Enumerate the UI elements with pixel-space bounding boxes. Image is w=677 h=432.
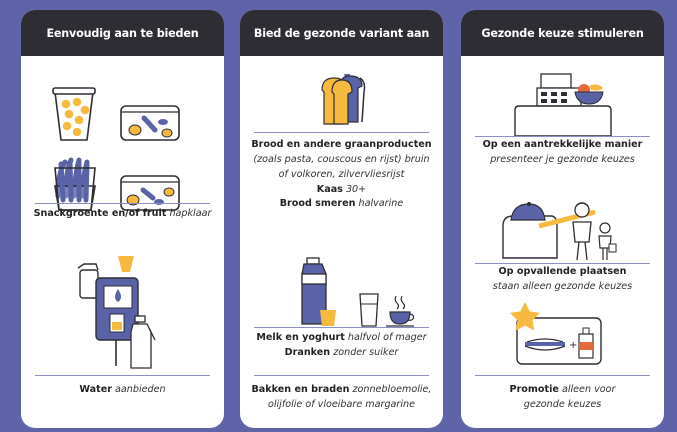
cash-register-icon — [514, 73, 612, 137]
item-milk: Melk en yoghurt halfvol of mager Dranken… — [246, 331, 437, 361]
item-italic: zonnebloemolie, — [352, 384, 432, 395]
snack-box-icon — [120, 175, 180, 211]
water-bottle-icon — [130, 315, 156, 369]
item-italic: 30+ — [345, 183, 367, 195]
item-italic: olijfolie of vloeibare margarine — [267, 398, 416, 410]
vegetable-cup-icon — [54, 157, 96, 211]
item-bold: Promotie — [509, 384, 559, 395]
item-italic: presenteer je gezonde keuzes — [490, 153, 635, 165]
bottle-icon — [578, 327, 594, 359]
item-bread: Brood en andere graanproducten (zoals pa… — [246, 138, 437, 212]
promotion-card-icon: + — [510, 302, 602, 365]
item-bold: Bakken en braden — [251, 384, 350, 395]
item-italic: hapklaar — [169, 208, 212, 219]
shelf-line — [35, 375, 210, 376]
item-italic: zonder suiker — [333, 346, 399, 358]
card-title: Gezonde keuze stimuleren — [461, 10, 664, 56]
shelf-line — [475, 263, 650, 264]
shelf-line — [35, 203, 210, 204]
item-italic: alleen voor — [561, 384, 616, 395]
fruit-bowl-icon — [574, 84, 604, 105]
shelf-line — [254, 327, 429, 328]
svg-text:+: + — [569, 340, 577, 351]
item-bold: Water — [79, 384, 112, 395]
adult-icon — [572, 202, 592, 261]
fruit-cup-icon — [52, 87, 96, 141]
glass-icon — [359, 293, 379, 327]
item-bold: Kaas — [316, 183, 343, 195]
item-water: Water aanbieden — [27, 383, 218, 398]
star-icon — [510, 302, 540, 331]
card-easy-to-offer: Eenvoudig aan te bieden Snackgroente e — [21, 10, 224, 428]
item-italic: halvarine — [358, 198, 404, 210]
item-italic: gezonde keuzes — [523, 398, 602, 410]
item-attractive: Op een aantrekkelijke manier presenteer … — [467, 138, 658, 168]
item-bold: Op een aantrekkelijke manier — [482, 139, 643, 150]
item-bold: Melk en yoghurt — [256, 332, 345, 343]
item-italic: halfvol of mager — [347, 332, 427, 343]
snack-box-icon — [120, 105, 180, 141]
item-bold: Op opvallende plaatsen — [498, 266, 627, 277]
item-bold: Brood en andere graanproducten — [251, 139, 432, 150]
child-icon — [598, 222, 617, 260]
item-bold: Brood smeren — [279, 198, 356, 210]
card-healthy-variant: Bied de gezonde variant aan Brood en and… — [240, 10, 443, 428]
card-title: Eenvoudig aan te bieden — [21, 10, 224, 56]
bread-icon — [321, 74, 366, 125]
item-italic: (zoals pasta, couscous en rijst) bruin — [253, 153, 430, 165]
item-italic: aanbieden — [115, 384, 166, 395]
shelf-line — [475, 375, 650, 376]
item-bold: Dranken — [284, 346, 331, 358]
coffee-cup-icon — [386, 295, 415, 327]
item-italic: staan alleen gezonde keuzes — [492, 280, 633, 292]
water-dispenser-icon — [77, 256, 139, 366]
card-stimulate-healthy-choice: Gezonde keuze stimuleren Op een aantrekk… — [461, 10, 664, 428]
item-baking: Bakken en braden zonnebloemolie, olijfol… — [246, 383, 437, 413]
shelf-line — [475, 136, 650, 137]
shelf-line — [254, 375, 429, 376]
item-italic: of volkoren, zilvervliesrijst — [278, 168, 405, 180]
item-bold: Snackgroente en/of fruit — [33, 208, 167, 219]
glass-icon — [320, 310, 336, 326]
item-visible-places: Op opvallende plaatsen staan alleen gezo… — [467, 265, 658, 295]
milk-carton-icon — [301, 257, 327, 325]
item-snack: Snackgroente en/of fruit hapklaar — [27, 207, 218, 222]
item-promotion: Promotie alleen voor gezonde keuzes — [467, 383, 658, 413]
card-title: Bied de gezonde variant aan — [240, 10, 443, 56]
shelf-line — [254, 132, 429, 133]
sandwich-icon — [524, 338, 566, 351]
